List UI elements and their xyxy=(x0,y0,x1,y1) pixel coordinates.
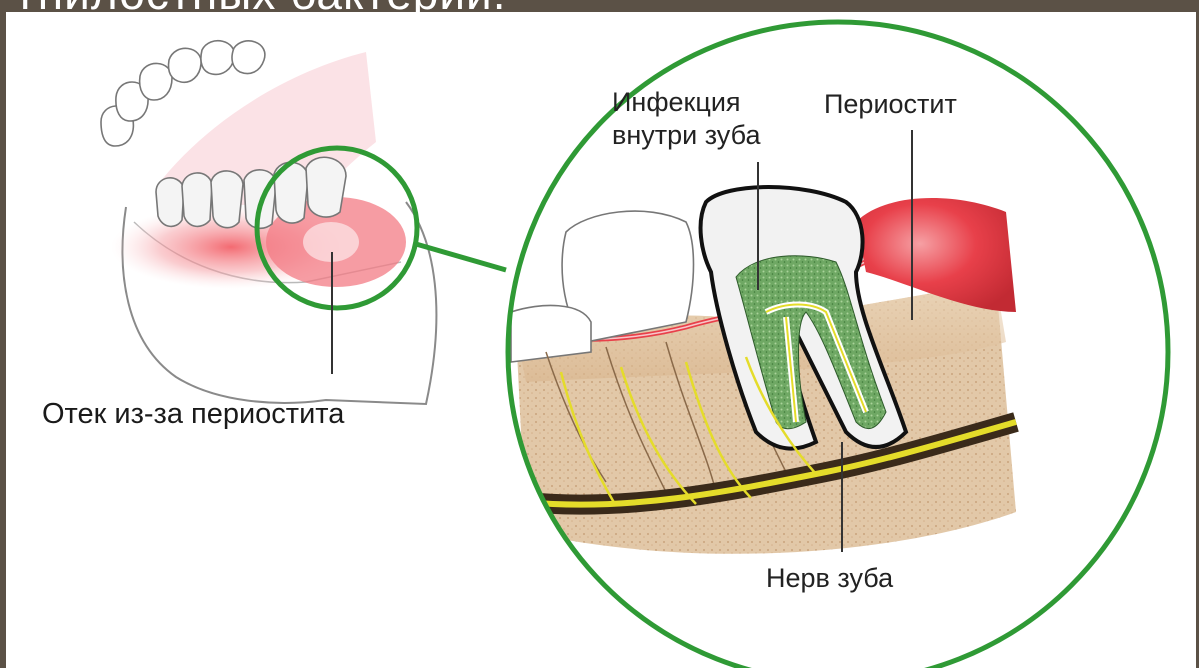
label-infection-line2: внутри зуба xyxy=(612,119,760,152)
slide-title-fragment: гнилостных бактерий. xyxy=(20,0,507,12)
slide-header-strip: гнилостных бактерий. xyxy=(0,0,1199,12)
label-nerve: Нерв зуба xyxy=(766,562,893,595)
label-periostitis: Периостит xyxy=(824,88,957,121)
diagram-canvas: Отек из-за периостита Инфекция внутри зу… xyxy=(6,12,1196,668)
periostitis-illustration xyxy=(6,12,1196,668)
jaw-illustration xyxy=(101,41,506,404)
label-swelling: Отек из-за периостита xyxy=(42,398,344,431)
label-infection-line1: Инфекция xyxy=(612,86,760,119)
label-infection: Инфекция внутри зуба xyxy=(612,86,760,152)
